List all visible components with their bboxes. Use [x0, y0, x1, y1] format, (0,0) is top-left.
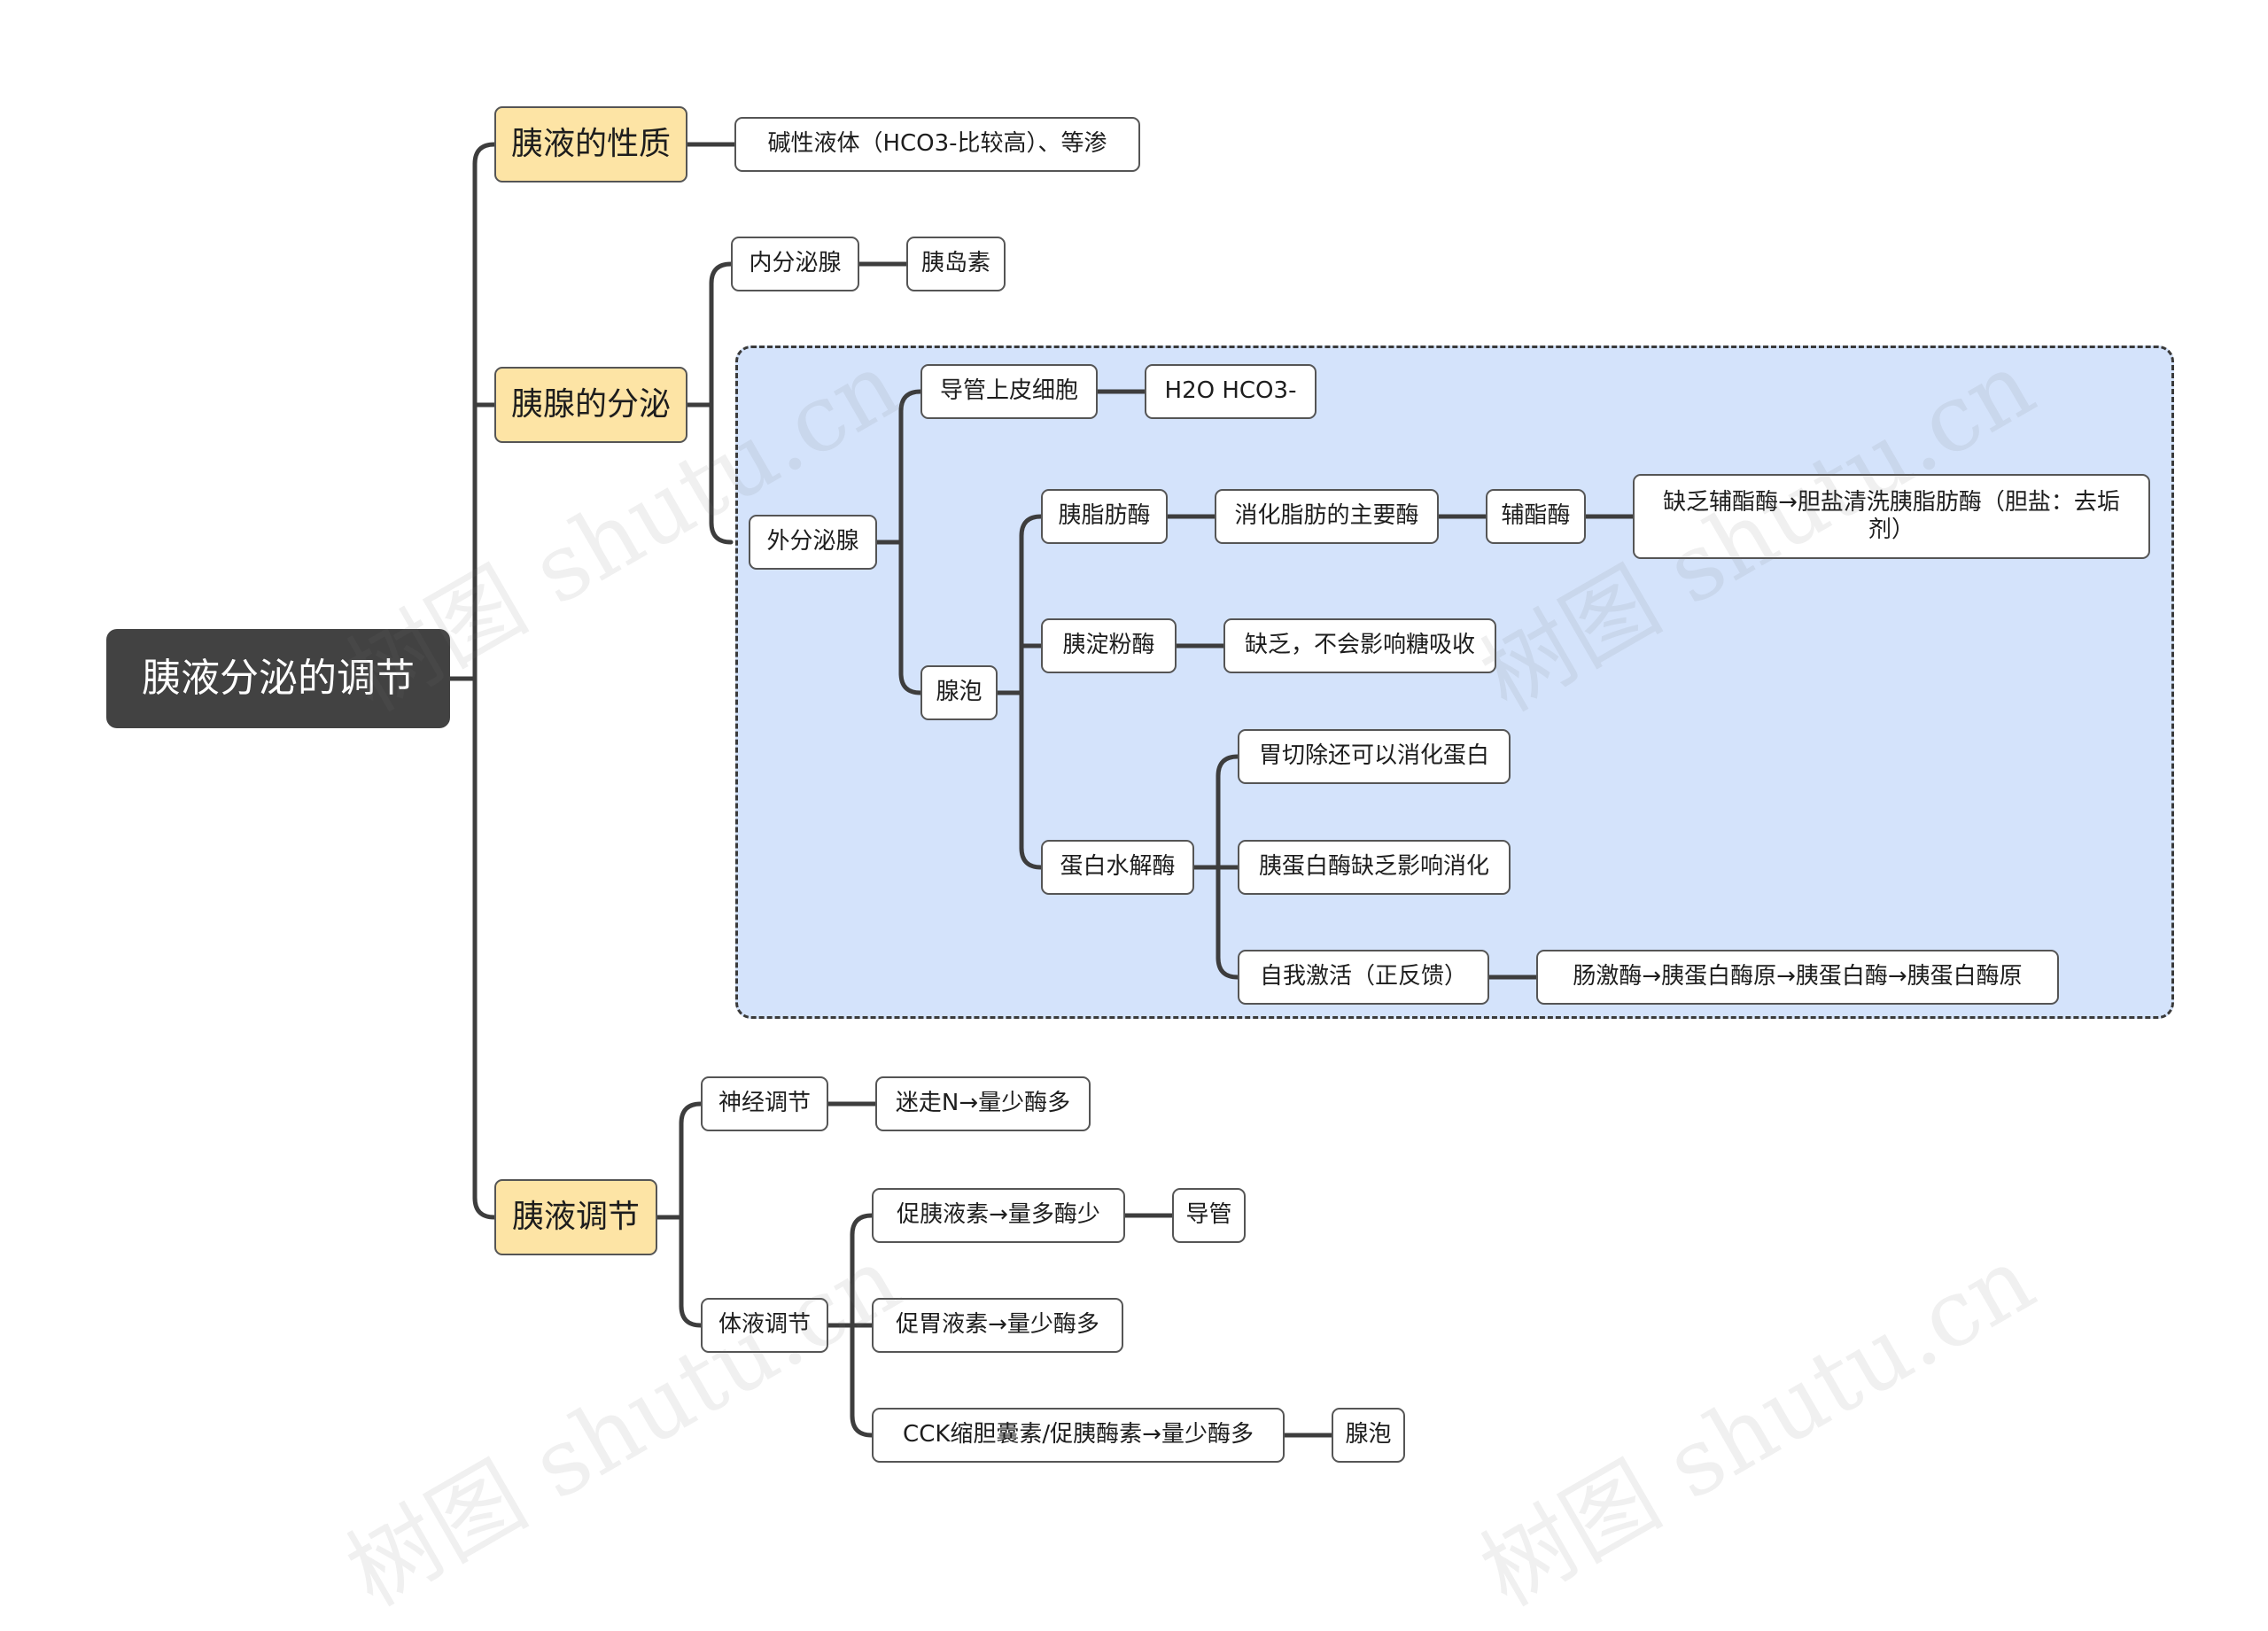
node-humoral-regulation[interactable]: 体液调节 — [701, 1298, 828, 1353]
node-self-activation[interactable]: 自我激活（正反馈） — [1238, 950, 1489, 1005]
node-endocrine-gland[interactable]: 内分泌腺 — [731, 237, 859, 291]
node-trypsin-deficiency[interactable]: 胰蛋白酶缺乏影响消化 — [1238, 840, 1511, 895]
node-gastrin[interactable]: 促胃液素→量少酶多 — [872, 1298, 1123, 1353]
node-duct-epithelium[interactable]: 导管上皮细胞 — [920, 364, 1098, 419]
edge-root-branch3 — [472, 1195, 497, 1220]
node-gastrectomy-protein[interactable]: 胃切除还可以消化蛋白 — [1238, 729, 1511, 784]
branch-pancreatic-juice-properties[interactable]: 胰液的性质 — [494, 106, 687, 183]
node-vagus[interactable]: 迷走N→量少酶多 — [875, 1076, 1091, 1131]
branch-pancreatic-juice-regulation[interactable]: 胰液调节 — [494, 1179, 657, 1255]
edge-exocrine-duct — [898, 389, 923, 414]
edge-branch2-exocrine — [709, 520, 734, 545]
connector-lines — [447, 142, 1635, 1438]
edge-exocrine-acinus — [898, 671, 923, 695]
node-colipase[interactable]: 辅酯酶 — [1486, 489, 1586, 544]
edge-humoral-c3 — [850, 1413, 874, 1438]
branch-pancreas-secretion[interactable]: 胰腺的分泌 — [494, 367, 687, 443]
node-amylase-deficiency[interactable]: 缺乏，不会影响糖吸收 — [1223, 618, 1496, 673]
edge-root-branch1 — [472, 142, 497, 167]
root-node[interactable]: 胰液分泌的调节 — [106, 629, 450, 728]
node-colipase-deficiency[interactable]: 缺乏辅酯酶→胆盐清洗胰脂肪酶（胆盐：去垢剂） — [1633, 474, 2150, 559]
node-pancreatic-lipase[interactable]: 胰脂肪酶 — [1041, 489, 1168, 544]
edge-protease-c1 — [1216, 754, 1240, 779]
node-duct[interactable]: 导管 — [1172, 1188, 1246, 1243]
node-neural-regulation[interactable]: 神经调节 — [701, 1076, 828, 1131]
node-acinus[interactable]: 腺泡 — [920, 665, 998, 720]
node-h2o-hco3[interactable]: H2O HCO3- — [1145, 364, 1317, 419]
node-cck[interactable]: CCK缩胆囊素/促胰酶素→量少酶多 — [872, 1408, 1285, 1463]
node-insulin[interactable]: 胰岛素 — [906, 237, 1006, 291]
node-acinus-2[interactable]: 腺泡 — [1332, 1408, 1405, 1463]
edge-branch2-endocrine — [709, 261, 734, 286]
node-pancreatic-amylase[interactable]: 胰淀粉酶 — [1041, 618, 1177, 673]
edge-protease-c3 — [1216, 955, 1240, 980]
edge-branch3-neural — [679, 1101, 703, 1126]
node-main-fat-enzyme[interactable]: 消化脂肪的主要酶 — [1215, 489, 1439, 544]
node-exocrine-gland[interactable]: 外分泌腺 — [749, 515, 877, 570]
edge-acinus-protease — [1019, 845, 1044, 870]
node-secretin[interactable]: 促胰液素→量多酶少 — [872, 1188, 1125, 1243]
node-enterokinase-chain[interactable]: 肠激酶→胰蛋白酶原→胰蛋白酶→胰蛋白酶原 — [1536, 950, 2059, 1005]
node-alkaline-isotonic[interactable]: 碱性液体（HCO3-比较高）、等渗 — [734, 117, 1140, 172]
edge-acinus-lipase — [1019, 514, 1044, 539]
node-protease[interactable]: 蛋白水解酶 — [1041, 840, 1194, 895]
edge-branch3-humoral — [679, 1303, 703, 1328]
edge-humoral-c1 — [850, 1213, 874, 1238]
